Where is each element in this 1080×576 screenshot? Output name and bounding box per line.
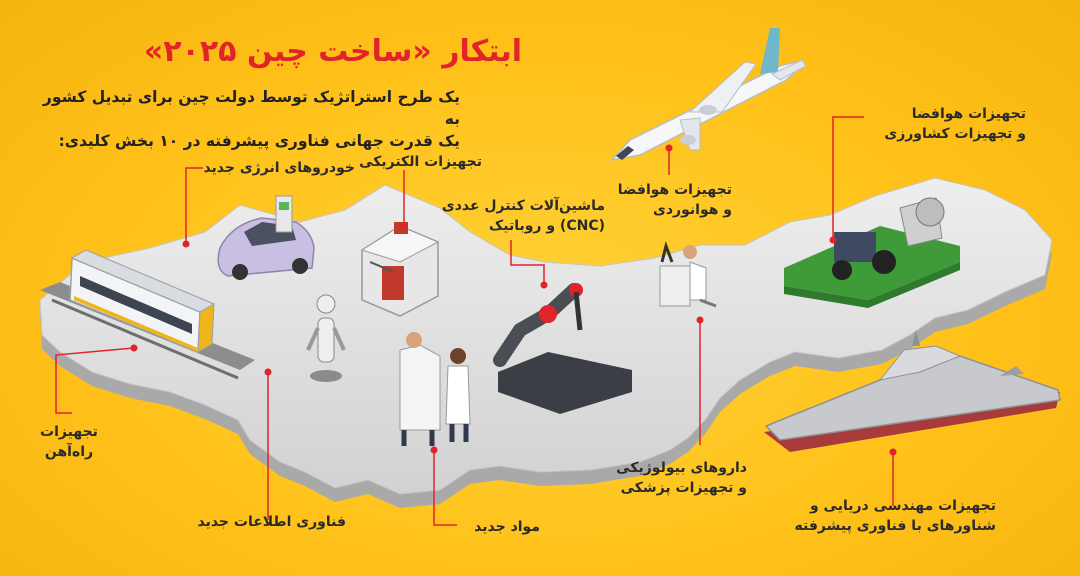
humanoid-robot-icon: [306, 294, 346, 382]
tractor-icon: [784, 197, 960, 308]
label-line: خودروهای انرژی جدید: [203, 160, 355, 176]
label-new-it: فناوری اطلاعات جدید: [196, 512, 346, 532]
electrical-cabinet-icon: [360, 222, 440, 317]
subtitle-line-2: یک قدرت جهانی فناوری پیشرفته در ۱۰ بخش ک…: [58, 132, 460, 150]
robotic-arm-icon: [493, 283, 632, 414]
label-rail: تجهیزات راه‌آهن: [30, 422, 108, 462]
scientists-icon: [399, 332, 471, 446]
label-new-energy-vehicles: خودروهای انرژی جدید: [203, 158, 355, 178]
label-line: تجهیزات مهندسی دریایی و: [809, 498, 996, 514]
label-line: تجهیزات الکتریکی: [359, 154, 482, 170]
label-aerospace-aviation: تجهیزات هوافضا و هوانوردی: [617, 180, 732, 220]
label-aerospace-agriculture: تجهیزات هوافضا و تجهیزات کشاورزی: [866, 104, 1026, 144]
label-line: داروهای بیولوژیکی: [616, 460, 747, 476]
label-line: فناوری اطلاعات جدید: [197, 514, 346, 530]
label-marine: تجهیزات مهندسی دریایی و شناورهای با فناو…: [794, 496, 996, 536]
label-electrical-equipment: تجهیزات الکتریکی: [342, 152, 482, 172]
warship-icon: [764, 330, 1061, 452]
page-subtitle: یک طرح استراتژیک توسط دولت چین برای تبدی…: [30, 86, 460, 152]
subtitle-line-1: یک طرح استراتژیک توسط دولت چین برای تبدی…: [42, 88, 460, 128]
label-line: ماشین‌آلات کنترل عددی: [441, 198, 605, 214]
label-cnc-robotics: ماشین‌آلات کنترل عددی (CNC) و روباتیک: [440, 196, 605, 236]
label-new-materials: مواد جدید: [460, 517, 540, 537]
label-line: راه‌آهن: [44, 444, 94, 460]
label-line: مواد جدید: [474, 519, 540, 535]
label-line: تجهیزات هوافضا: [911, 106, 1026, 122]
label-biomedicine: داروهای بیولوژیکی و تجهیزات پزشکی: [616, 458, 747, 498]
researcher-icon: [659, 240, 717, 308]
airplane-icon: [609, 28, 807, 162]
leader-dots: [130, 144, 897, 456]
label-line: و تجهیزات پزشکی: [620, 480, 747, 496]
label-line: تجهیزات: [40, 424, 98, 440]
leader-lines: [55, 116, 894, 526]
page-title: ابتکار «ساخت چین ۲۰۲۵»: [143, 34, 522, 69]
label-line: و تجهیزات کشاورزی: [884, 126, 1026, 142]
label-line: تجهیزات هوافضا: [617, 182, 732, 198]
train-icon: [40, 249, 255, 380]
label-line: شناورهای با فناوری پیشرفته: [794, 518, 996, 534]
electric-car-icon: [217, 195, 315, 280]
label-line: (CNC) و روباتیک: [488, 218, 605, 234]
label-line: و هوانوردی: [653, 202, 732, 218]
